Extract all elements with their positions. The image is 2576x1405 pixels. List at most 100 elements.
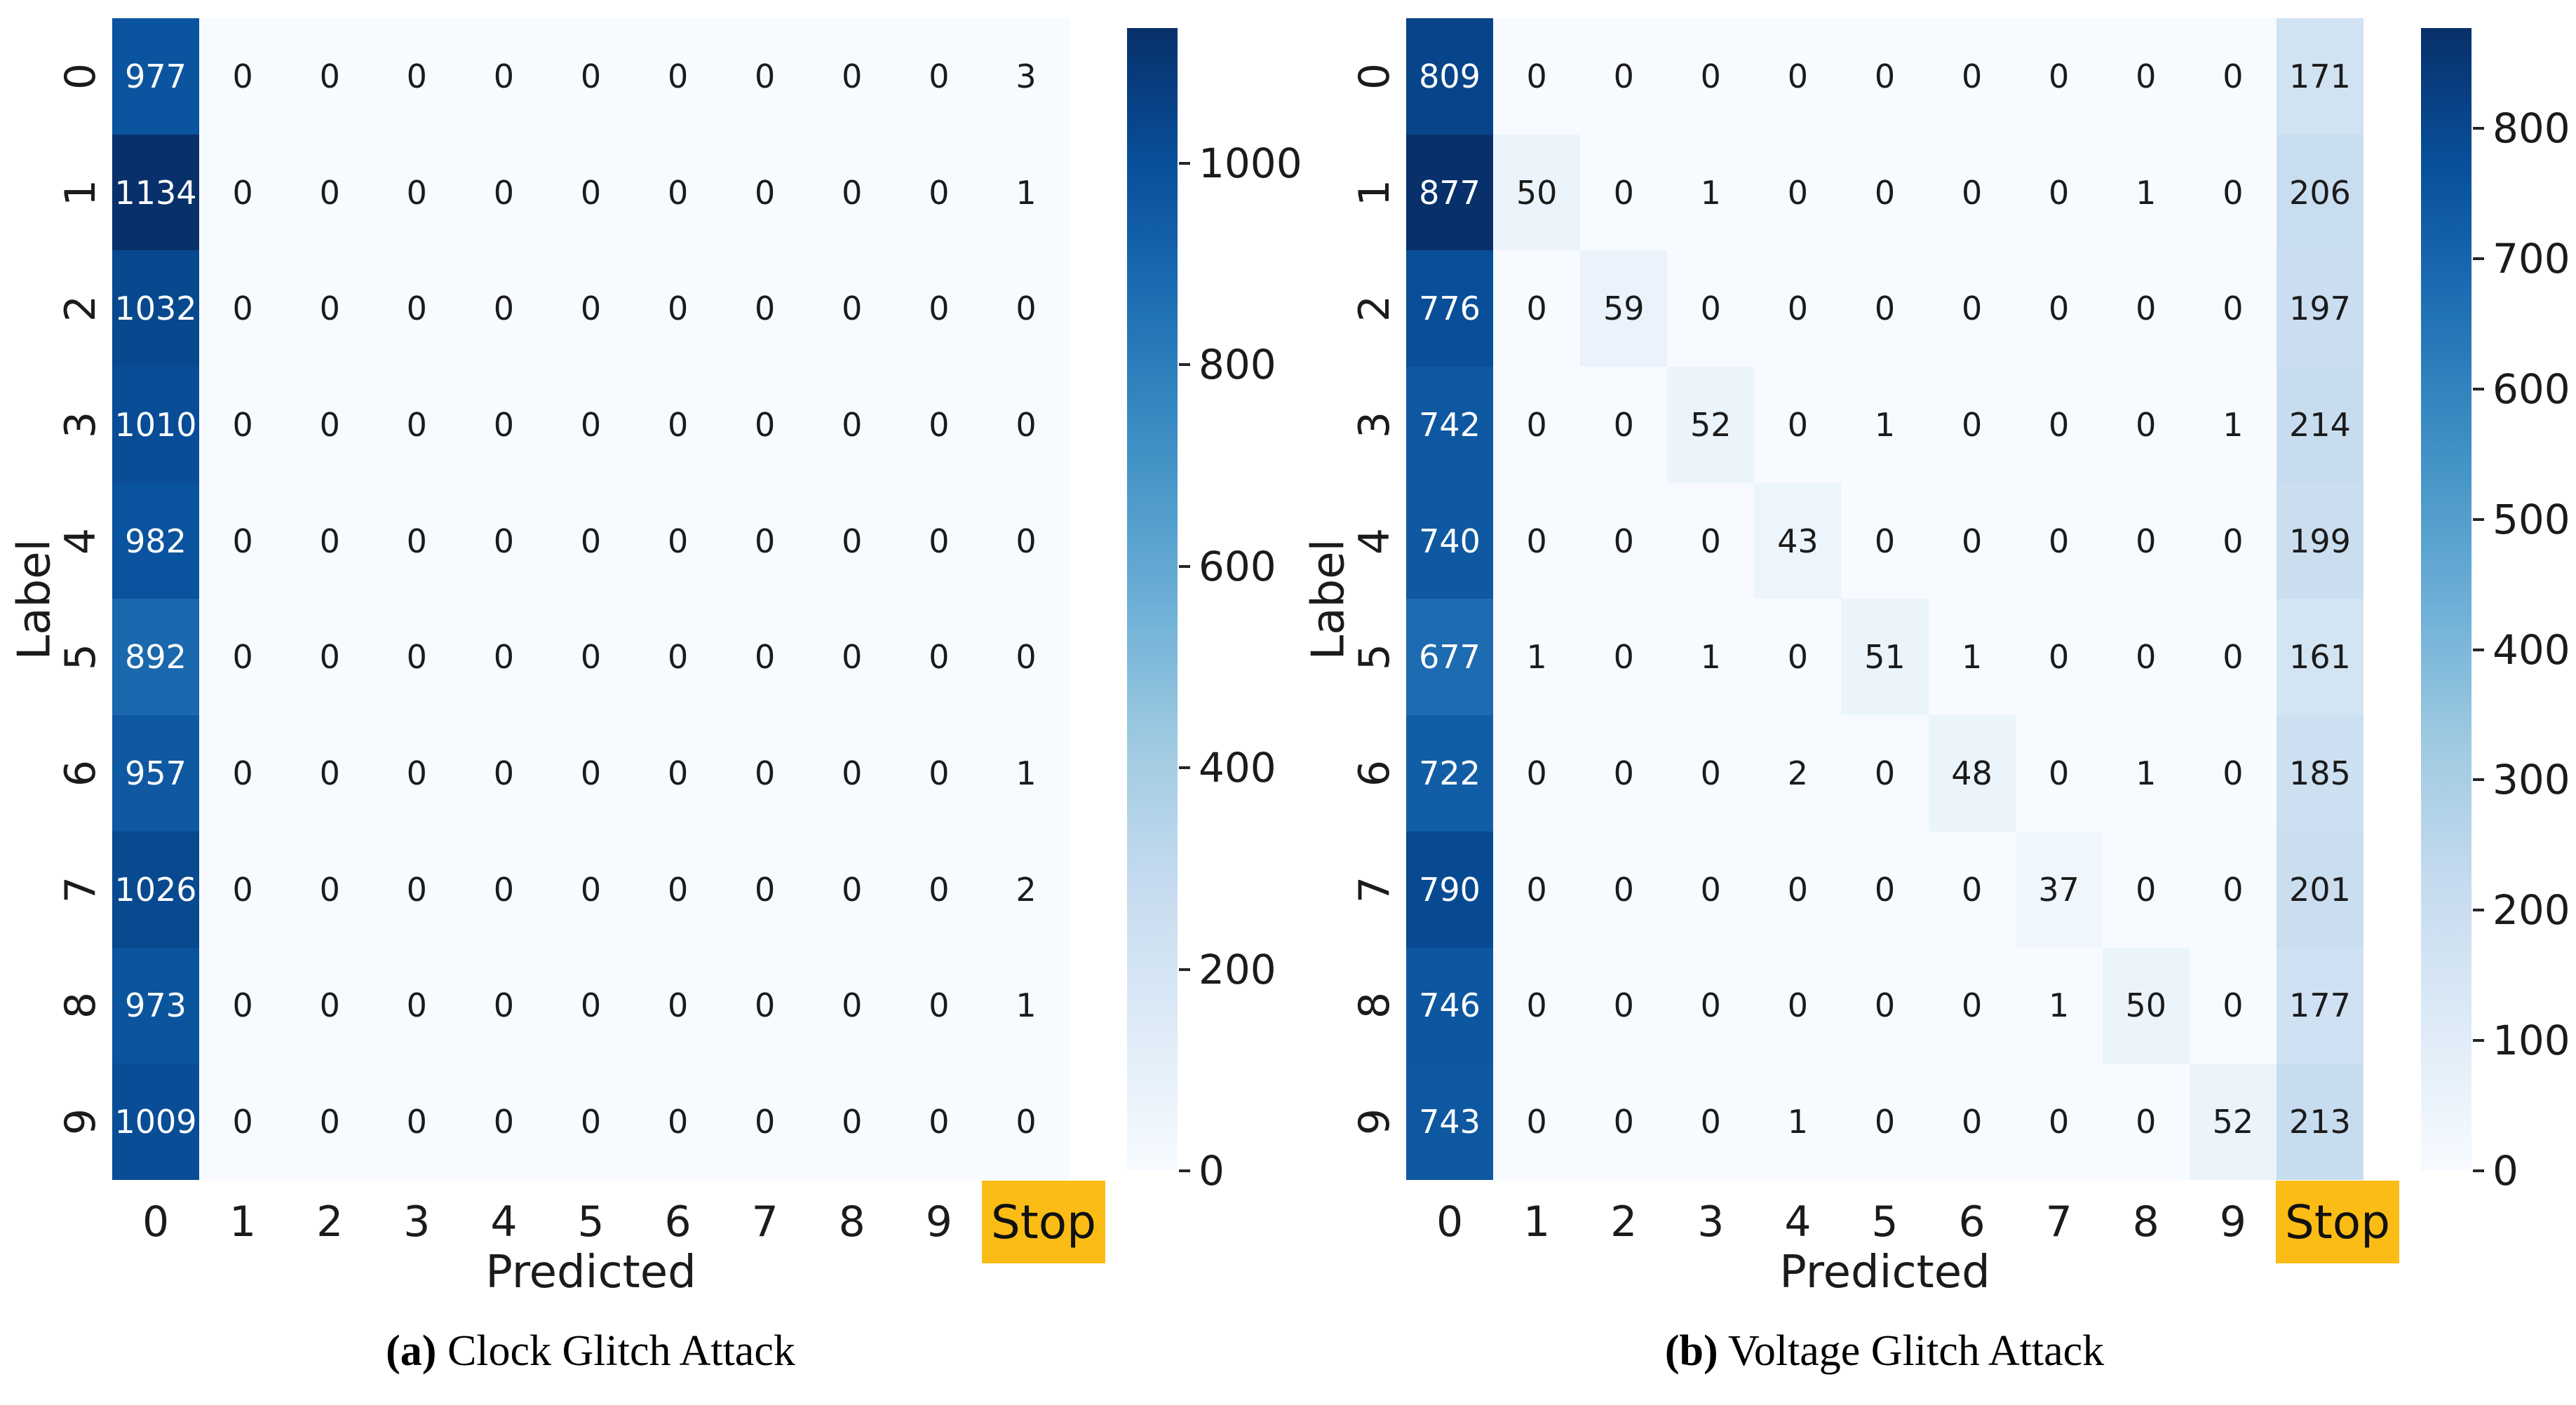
heatmap-cell: 0 bbox=[1580, 947, 1668, 1064]
caption-label: (b) bbox=[1664, 1327, 1718, 1375]
heatmap-cell: 0 bbox=[199, 250, 287, 367]
heatmap-cell: 0 bbox=[1493, 482, 1581, 599]
heatmap-cell: 0 bbox=[895, 482, 983, 599]
colorbar-tick-mark bbox=[2473, 517, 2484, 521]
x-tick-label: 9 bbox=[2219, 1197, 2246, 1247]
y-tick-label: 2 bbox=[56, 295, 105, 323]
heatmap-cell: 0 bbox=[286, 134, 374, 251]
heatmap-cell: 37 bbox=[2015, 831, 2103, 948]
heatmap-cell: 0 bbox=[1754, 367, 1842, 483]
x-tick-label: 6 bbox=[664, 1197, 692, 1247]
heatmap-cell: 0 bbox=[460, 482, 548, 599]
colorbar-tick-label: 500 bbox=[2493, 495, 2570, 543]
heatmap-cell: 0 bbox=[199, 18, 287, 135]
y-tick-label: 4 bbox=[1350, 527, 1399, 555]
heatmap-cell: 0 bbox=[1928, 1064, 2016, 1180]
heatmap-cell: 0 bbox=[2189, 947, 2277, 1064]
y-tick-label: 1 bbox=[1350, 179, 1399, 206]
heatmap-cell: 0 bbox=[373, 715, 461, 832]
heatmap-cell: 0 bbox=[808, 18, 896, 135]
heatmap-cell: 52 bbox=[2189, 1064, 2277, 1180]
x-tick-label: 7 bbox=[751, 1197, 778, 1247]
heatmap-cell: 0 bbox=[1928, 134, 2016, 251]
heatmap-cell: 0 bbox=[547, 599, 635, 716]
y-tick-label: 8 bbox=[56, 992, 105, 1019]
heatmap-cell: 892 bbox=[112, 599, 200, 716]
heatmap-cell: 2 bbox=[1754, 715, 1842, 832]
heatmap-cell: 0 bbox=[547, 367, 635, 483]
heatmap-cell: 0 bbox=[199, 1064, 287, 1180]
heatmap-cell: 0 bbox=[895, 367, 983, 483]
heatmap-cell: 0 bbox=[808, 250, 896, 367]
heatmap-cell: 0 bbox=[460, 831, 548, 948]
heatmap-cell: 50 bbox=[2102, 947, 2190, 1064]
y-tick-label: 0 bbox=[1350, 62, 1399, 90]
colorbar-tick-mark bbox=[2473, 648, 2484, 651]
heatmap-cell: 0 bbox=[1754, 134, 1842, 251]
heatmap-cell: 1 bbox=[982, 947, 1070, 1064]
heatmap-cell: 0 bbox=[2102, 1064, 2190, 1180]
heatmap-cell: 1 bbox=[982, 134, 1070, 251]
caption: (a) Clock Glitch Attack bbox=[170, 1326, 1011, 1376]
heatmap-cell: 0 bbox=[721, 599, 809, 716]
x-tick-label: 0 bbox=[1436, 1197, 1464, 1247]
heatmap-cell: 0 bbox=[721, 715, 809, 832]
heatmap-cell: 0 bbox=[895, 18, 983, 135]
y-tick-label: 9 bbox=[56, 1108, 105, 1136]
colorbar-tick-label: 400 bbox=[2493, 625, 2570, 674]
heatmap-cell: 0 bbox=[1580, 715, 1668, 832]
colorbar-tick-mark bbox=[1179, 968, 1190, 971]
heatmap-cell: 1032 bbox=[112, 250, 200, 367]
heatmap-cell: 0 bbox=[1754, 18, 1842, 135]
heatmap-cell: 977 bbox=[112, 18, 200, 135]
heatmap-cell: 0 bbox=[1841, 831, 1929, 948]
heatmap-cell: 0 bbox=[634, 250, 722, 367]
heatmap-cell: 0 bbox=[460, 134, 548, 251]
heatmap-cell: 957 bbox=[112, 715, 200, 832]
heatmap-cell: 0 bbox=[1580, 831, 1668, 948]
heatmap-cell: 0 bbox=[1754, 599, 1842, 716]
colorbar-tick-mark bbox=[1179, 1169, 1190, 1172]
colorbar-tick-mark bbox=[1179, 161, 1190, 165]
heatmap-cell: 0 bbox=[547, 831, 635, 948]
heatmap-cell: 677 bbox=[1406, 599, 1494, 716]
heatmap-cell: 0 bbox=[199, 482, 287, 599]
heatmap-cell: 0 bbox=[286, 831, 374, 948]
heatmap-cell: 0 bbox=[199, 947, 287, 1064]
heatmap-cell: 0 bbox=[808, 482, 896, 599]
y-tick-label: 0 bbox=[56, 62, 105, 90]
heatmap-cell: 0 bbox=[2102, 599, 2190, 716]
caption-label: (a) bbox=[386, 1327, 437, 1375]
heatmap-cell: 0 bbox=[808, 715, 896, 832]
heatmap-cell: 0 bbox=[373, 831, 461, 948]
heatmap-cell: 1 bbox=[1928, 599, 2016, 716]
heatmap-cell: 0 bbox=[1667, 250, 1755, 367]
heatmap-cell: 0 bbox=[808, 831, 896, 948]
heatmap-cell: 213 bbox=[2276, 1064, 2363, 1180]
heatmap-cell: 0 bbox=[1841, 482, 1929, 599]
heatmap-cell: 0 bbox=[1754, 250, 1842, 367]
heatmap-cell: 0 bbox=[1928, 831, 2016, 948]
heatmap-cell: 0 bbox=[1493, 715, 1581, 832]
x-tick-label: 9 bbox=[925, 1197, 952, 1247]
heatmap-cell: 746 bbox=[1406, 947, 1494, 1064]
x-tick-label: 6 bbox=[1958, 1197, 1985, 1247]
heatmap-cell: 0 bbox=[460, 250, 548, 367]
x-tick-label: 1 bbox=[1523, 1197, 1551, 1247]
heatmap-cell: 0 bbox=[634, 18, 722, 135]
heatmap-cell: 1 bbox=[1493, 599, 1581, 716]
heatmap-cell: 0 bbox=[2015, 18, 2103, 135]
heatmap-cell: 722 bbox=[1406, 715, 1494, 832]
x-tick-stop: Stop bbox=[2275, 1181, 2399, 1263]
heatmap-cell: 0 bbox=[1493, 947, 1581, 1064]
y-tick-label: 4 bbox=[56, 527, 105, 555]
heatmap-cell: 0 bbox=[982, 599, 1070, 716]
colorbar-tick-label: 400 bbox=[1199, 744, 1276, 792]
heatmap-cell: 48 bbox=[1928, 715, 2016, 832]
heatmap-cell: 776 bbox=[1406, 250, 1494, 367]
heatmap-cell: 0 bbox=[547, 134, 635, 251]
heatmap-cell: 197 bbox=[2276, 250, 2363, 367]
